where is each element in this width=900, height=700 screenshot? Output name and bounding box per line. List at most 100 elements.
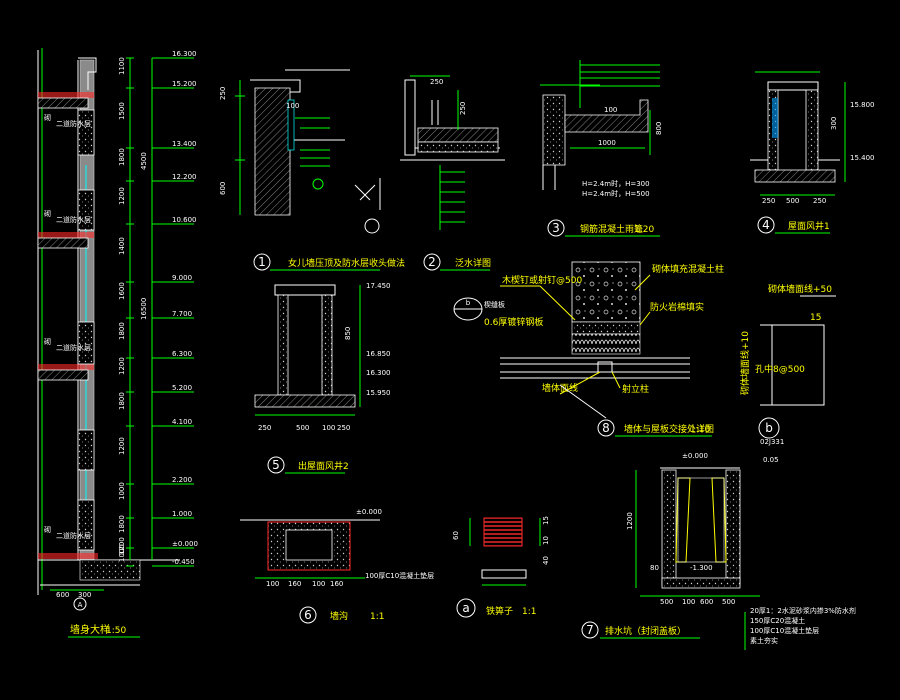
elevation-label: 13.400 — [172, 140, 197, 148]
d4-dim-c: 250 — [813, 197, 826, 205]
elevation-label: 10.600 — [172, 216, 197, 224]
d6-label-a: ±0.000 — [356, 508, 382, 516]
d8-label-a: 木楔钉或射钉@500 — [502, 274, 582, 286]
d5-dim-b: 500 — [296, 424, 309, 432]
detail-5-title: 出屋面风井2 — [298, 460, 349, 472]
dimension-label: 1800 — [118, 392, 126, 410]
elevation-label: 5.200 — [172, 384, 192, 392]
detail-2-title: 泛水详图 — [455, 257, 491, 269]
detail-4-title: 屋面风井1 — [788, 220, 830, 232]
section-note: 二道防水层 — [56, 215, 91, 224]
detail-7-number: 7 — [586, 623, 594, 637]
elevation-marks: 16.30015.20013.40012.20010.6009.0007.700… — [152, 50, 198, 567]
elevation-label: 4.100 — [172, 418, 192, 426]
detail-8-title: 墙体与屋板交接处详图 — [624, 423, 714, 435]
detail-3-title: 钢筋混凝土雨篷 — [580, 223, 643, 235]
detail-3-scale: 1:20 — [634, 225, 654, 235]
d3-dim-b: 100 — [604, 106, 617, 114]
wall-section-detail: 16.30015.20013.40012.20010.6009.0007.700… — [37, 48, 198, 638]
d7-dim-a: 1200 — [626, 512, 634, 530]
dimension-label: 1400 — [118, 237, 126, 255]
d5-dim-e: 850 — [344, 327, 352, 340]
d7-note-a: 20厚1：2水泥砂浆内掺3%防水剂 — [750, 606, 856, 615]
d5-dim-d: 250 — [337, 424, 350, 432]
d3-note-b: H=2.4m时，H=500 — [582, 189, 650, 198]
detail-4-roof-vent: 15.800 15.400 250 500 250 300 4 屋面风井1 — [750, 71, 875, 234]
d7-dim-c: 500 — [660, 598, 673, 606]
section-note: 二道防水层 — [56, 343, 91, 352]
d8-label-g: 射立柱 — [622, 383, 649, 395]
d7-note-b: 150厚C20混凝土 — [750, 616, 805, 625]
elevation-label: ±0.000 — [172, 540, 198, 548]
detail-1-title: 女儿墙压顶及防水层收头做法 — [288, 257, 405, 269]
d8-label-c: 0.6厚镀锌钢板 — [484, 316, 543, 328]
section-note: 砌 — [44, 338, 51, 346]
dimension-texts: 1100150018001200140016001800120018001200… — [118, 57, 148, 562]
detail-6-trench: ±0.000 100厚C10混凝土垫层 100 160 100 160 6 墙沟… — [240, 508, 434, 624]
d3-dim-c: 800 — [655, 122, 663, 135]
d1-dim-b: 600 — [219, 182, 227, 195]
d5-level-c: 16.300 — [366, 369, 391, 377]
detail-8-wall-junction: 木楔钉或射钉@500 楔缝板 0.6厚镀锌钢板 砌体填充混凝土柱 防火岩棉填实 … — [453, 261, 724, 437]
d2-dim-a: 250 — [430, 78, 443, 86]
db-label-a: 砌体墙面线+50 — [768, 283, 832, 295]
da-dim-b: 15 — [542, 516, 550, 525]
d4-level-b: 15.400 — [850, 154, 875, 162]
d7-dim-b: 80 — [650, 564, 659, 572]
elevation-label: 16.300 — [172, 50, 197, 58]
detail-7-title: 排水坑（封闭盖板） — [605, 625, 686, 637]
elevation-label: -0.450 — [172, 558, 195, 566]
d3-note-a: H=2.4m时，H=300 — [582, 179, 650, 188]
d5-dim-c: 100 — [322, 424, 335, 432]
d5-level-a: 17.450 — [366, 282, 391, 290]
d1-dim-c: 100 — [286, 102, 299, 110]
d4-dim-b: 500 — [786, 197, 799, 205]
dimension-label: 4500 — [140, 152, 148, 170]
section-note: 砌 — [44, 210, 51, 218]
elevation-label: 1.000 — [172, 510, 192, 518]
d4-level-a: 15.800 — [850, 101, 875, 109]
elevation-label: 7.700 — [172, 310, 192, 318]
dimension-label: 1800 — [118, 515, 126, 533]
detail-a-scale: 1:1 — [522, 607, 536, 617]
da-dim-a: 60 — [452, 531, 460, 540]
dimension-label: 1000 — [118, 544, 126, 562]
bottom-dim-2: 300 — [78, 591, 91, 599]
detail-1-parapet: 250 600 100 1 女儿墙压顶及防水层收头做法 — [219, 69, 405, 271]
d8-label-d: 砌体填充混凝土柱 — [652, 263, 724, 275]
elevation-label: 6.300 — [172, 350, 192, 358]
d6-label-b: 100厚C10混凝土垫层 — [365, 571, 434, 580]
d7-note-c: 100厚C10混凝土垫层 — [750, 626, 819, 635]
d7-tag: 02J331 — [760, 438, 784, 446]
dimension-label: 1600 — [118, 282, 126, 300]
d6-label-f: 160 — [330, 580, 343, 588]
dimension-label: 1800 — [118, 148, 126, 166]
d3-dim-a: 1000 — [598, 139, 616, 147]
d5-level-b: 16.850 — [366, 350, 391, 358]
db-label-c: 孔中8@500 — [755, 363, 805, 375]
d1-dim-a: 250 — [219, 87, 227, 100]
bottom-dim-1: 600 — [56, 591, 69, 599]
detail-b-anchor: 砌体墙面线+50 15 孔中8@500 砌体墙面线+10 b — [739, 283, 836, 439]
detail-8-number: 8 — [602, 421, 610, 435]
detail-b-number: b — [765, 421, 773, 435]
d4-dim-a: 250 — [762, 197, 775, 205]
detail-5-number: 5 — [272, 458, 280, 472]
dimension-ticks — [126, 57, 134, 567]
db-label-b: 15 — [810, 313, 821, 323]
detail-6-scale: 1:1 — [370, 612, 384, 622]
d2-dim-b: 250 — [459, 102, 467, 115]
dimension-label: 1800 — [118, 322, 126, 340]
dimension-label: 1200 — [118, 357, 126, 375]
d8-label-f: 墙体面线 — [542, 382, 578, 394]
elevation-label: 2.200 — [172, 476, 192, 484]
d7-dim-e: 600 — [700, 598, 713, 606]
detail-5-roof-vent-2: 17.450 16.850 16.300 15.950 250 500 100 … — [254, 282, 391, 474]
wall-section-title: 墙身大样 — [70, 623, 110, 636]
detail-6-number: 6 — [304, 608, 312, 622]
detail-2-number: 2 — [428, 255, 436, 269]
detail-a-grate: 60 15 10 40 a 铁箅子 1:1 — [452, 516, 550, 618]
section-note: 二道防水层 — [56, 531, 91, 540]
